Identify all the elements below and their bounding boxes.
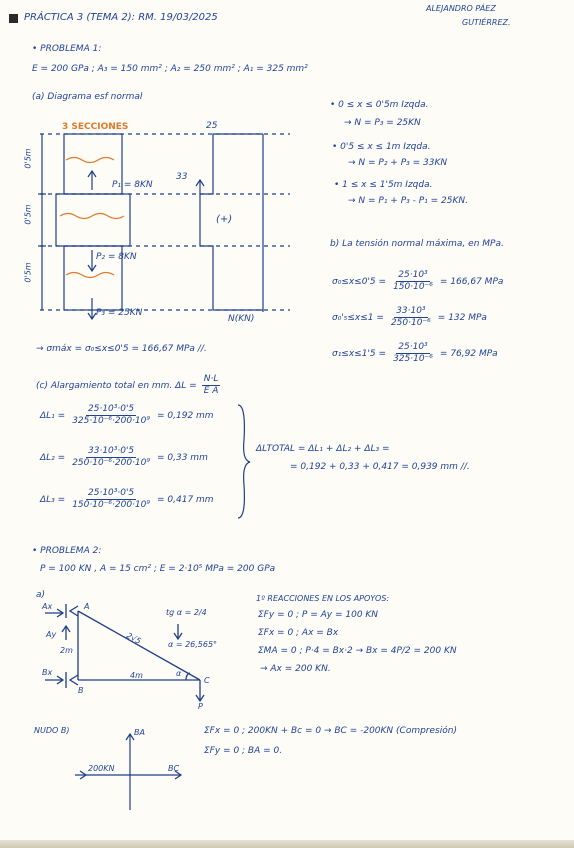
diagram-axis-label: N(KN) <box>228 314 255 324</box>
elongation-3-label: ΔL₃ = <box>40 494 66 505</box>
sections-label: 3 SECCIONES <box>62 122 129 132</box>
stress-3-label: σ₁≤x≤1'5 = <box>332 348 387 359</box>
node-c-label: C <box>204 676 210 685</box>
part-a2-heading: a) <box>36 590 46 600</box>
member-ac <box>77 610 201 681</box>
segment-2-length: 0'5m <box>23 204 33 225</box>
elongation-2-den: 250·10⁻⁶·200·10⁹ <box>72 458 150 468</box>
stress-2-result: = 132 MPa <box>437 312 487 323</box>
bar-section-2 <box>55 193 131 247</box>
reaction-eq-4: → Ax = 200 KN. <box>260 664 331 674</box>
reaction-eq-2: ΣFx = 0 ; Ax = Bx <box>258 628 339 638</box>
stress-1-label: σ₀≤x≤0'5 = <box>332 276 387 287</box>
member-ab-length: 2m <box>60 646 73 655</box>
part-c-text: (c) Alargamiento total en mm. ΔL = <box>36 380 197 391</box>
diagram-sign: (+) <box>216 214 233 225</box>
load-p3: P₃ = 25KN <box>96 308 143 318</box>
node-b-sketch <box>75 732 183 810</box>
part-a-heading: (a) Diagrama esf normal <box>32 92 143 102</box>
angle-alpha-label: α <box>176 669 182 678</box>
elongation-3-num: 25·10³·0'5 <box>86 488 137 500</box>
load-p1: P₁ = 8KN <box>112 180 153 190</box>
author-last-name: GUTIÉRREZ. <box>462 18 511 27</box>
stress-2-label: σ₀'₅≤x≤1 = <box>332 312 384 323</box>
reaction-ax-label: Ax <box>42 602 53 611</box>
author-first-name: ALEJANDRO PÁEZ <box>426 4 496 13</box>
range-3-interval: • 1 ≤ x ≤ 1'5m Izqda. <box>334 180 433 190</box>
node-b-label: B <box>78 686 84 695</box>
node-b-ba-label: BA <box>134 728 145 737</box>
range-1-result: → N = P₃ = 25KN <box>344 118 421 128</box>
elongation-1-label: ΔL₁ = <box>40 410 66 421</box>
tangent-alpha: tg α = 2/4 <box>166 608 207 617</box>
member-bc-length: 4m <box>130 671 143 680</box>
problem-2-given: P = 100 KN , A = 15 cm² ; E = 2·10⁵ MPa … <box>40 564 276 574</box>
node-b-eq-1: ΣFx = 0 ; 200KN + Bc = 0 → BC = -200KN (… <box>204 726 457 736</box>
notebook-icon <box>9 14 18 23</box>
stress-2-den: 250·10⁻⁶ <box>390 318 431 328</box>
problem-2-heading: • PROBLEMA 2: <box>32 546 102 556</box>
stress-1-result: = 166,67 MPa <box>439 276 504 287</box>
problem-1-heading: • PROBLEMA 1: <box>32 44 102 54</box>
paper-bottom-edge <box>0 840 574 848</box>
stress-3-result: = 76,92 MPa <box>439 348 498 359</box>
elongation-3-result: = 0,417 mm <box>157 494 214 505</box>
stress-3-den: 325·10⁻⁶ <box>393 354 433 364</box>
bar-section-3 <box>63 245 123 311</box>
range-2-result: → N = P₂ + P₃ = 33KN <box>348 158 448 168</box>
node-a-label: A <box>84 602 90 611</box>
reactions-title: 1º REACCIONES EN LOS APOYOS: <box>256 594 390 603</box>
part-c-frac-num: N·L <box>201 374 221 386</box>
stress-3-num: 25·10³ <box>396 342 430 354</box>
elongation-3-den: 150·10⁻⁶·200·10⁹ <box>72 500 150 510</box>
total-elongation-line-1: ΔLTOTAL = ΔL₁ + ΔL₂ + ΔL₃ = <box>256 444 390 454</box>
stress-2-num: 33·10³ <box>394 306 428 318</box>
elongation-1-result: = 0,192 mm <box>157 410 214 421</box>
segment-3-length: 0'5m <box>23 262 33 283</box>
reaction-eq-1: ΣFy = 0 ; P = Ay = 100 KN <box>258 610 379 620</box>
node-b-left-force: 200KN <box>88 764 115 773</box>
reaction-eq-3: ΣMA = 0 ; P·4 = Bx·2 → Bx = 4P/2 = 200 K… <box>258 646 457 656</box>
elongation-1-den: 325·10⁻⁶·200·10⁹ <box>72 416 150 426</box>
total-elongation-line-2: = 0,192 + 0,33 + 0,417 = 0,939 mm //. <box>290 462 470 472</box>
part-b-heading: b) La tensión normal máxima, en MPa. <box>330 239 504 249</box>
page-title: PRÁCTICA 3 (TEMA 2): RM. 19/03/2025 <box>24 12 218 23</box>
elongation-2-label: ΔL₂ = <box>40 452 66 463</box>
range-1-interval: • 0 ≤ x ≤ 0'5m Izqda. <box>330 100 429 110</box>
range-2-interval: • 0'5 ≤ x ≤ 1m Izqda. <box>332 142 431 152</box>
load-p2: P₂ = 8KN <box>96 252 137 262</box>
diagram-top-value: 25 <box>206 121 218 131</box>
elongation-2-num: 33·10³·0'5 <box>86 446 137 458</box>
alpha-value: α = 26,565° <box>168 640 218 649</box>
part-c-frac-den: E A <box>203 386 219 396</box>
elongation-2-result: = 0,33 mm <box>157 452 208 463</box>
diagram-mid-value: 33 <box>176 172 188 182</box>
sigma-max: → σmáx = σ₀≤x≤0'5 = 166,67 MPa //. <box>36 344 207 354</box>
reaction-bx-label: Bx <box>42 668 53 677</box>
segment-1-length: 0'5m <box>23 148 33 169</box>
range-3-result: → N = P₁ + P₃ - P₁ = 25KN. <box>348 196 468 206</box>
node-b-heading: NUDO B) <box>34 726 70 735</box>
load-p-label: P <box>198 702 203 711</box>
node-b-bc-label: BC <box>168 764 180 773</box>
problem-1-given: E = 200 GPa ; A₃ = 150 mm² ; A₂ = 250 mm… <box>32 64 308 74</box>
reaction-ay-label: Ay <box>46 630 57 639</box>
bar-diagram <box>38 133 290 321</box>
stress-1-den: 150·10⁻⁶ <box>393 282 433 292</box>
total-bracket <box>237 404 251 519</box>
elongation-1-num: 25·10³·0'5 <box>86 404 137 416</box>
truss-sketch <box>45 604 205 703</box>
stress-1-num: 25·10³ <box>396 270 430 282</box>
node-b-eq-2: ΣFy = 0 ; BA = 0. <box>204 746 283 756</box>
